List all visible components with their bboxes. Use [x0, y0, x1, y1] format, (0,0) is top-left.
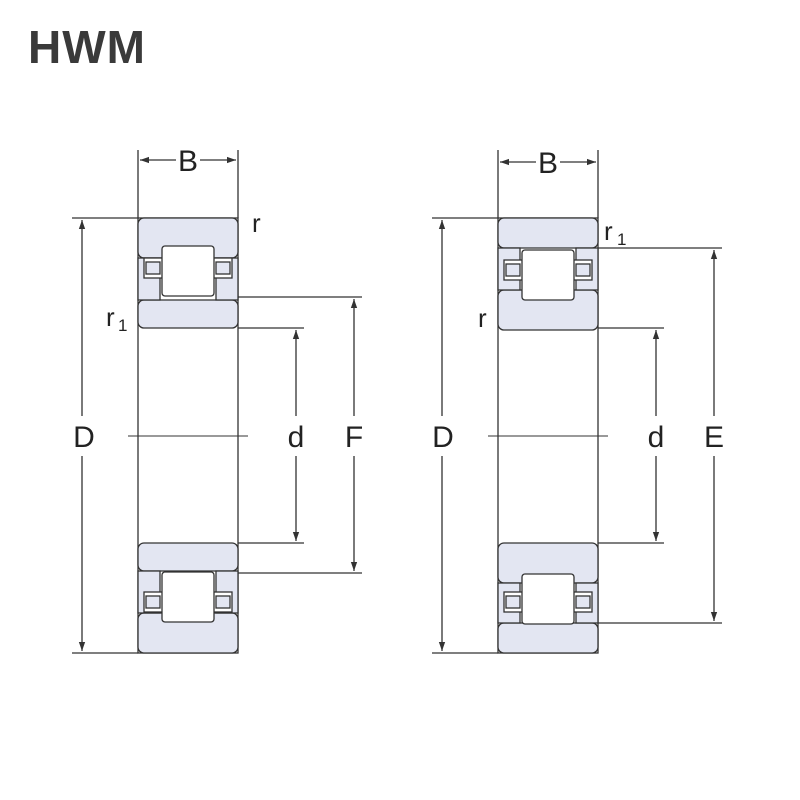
left-bottom-roller [161, 571, 215, 623]
right-width-label: B [538, 147, 558, 180]
right-raceway-label: E [704, 421, 724, 454]
right-bottom-outer-ring [497, 622, 599, 654]
left-outer-diameter-label: D [73, 421, 95, 454]
right-bottom-cage-slot-left [505, 595, 521, 609]
left-top-cage-slot-right [215, 261, 231, 275]
left-width-label: B [178, 145, 198, 178]
left-bottom-inner-ring [137, 542, 239, 572]
left-top-inner-ring [137, 299, 239, 329]
left-bottom-cage-slot-right [215, 595, 231, 609]
right-bottom-roller [521, 573, 575, 625]
right-top-cage-slot-right [575, 263, 591, 277]
left-bearing-drawing [72, 150, 362, 654]
left-chamfer-inner-label: r [106, 302, 115, 332]
left-bottom-cage-slot-left [145, 595, 161, 609]
left-chamfer-outer-label: r [252, 208, 261, 238]
right-chamfer-inner-label: r [478, 303, 487, 333]
left-chamfer-inner-subscript: 1 [118, 316, 127, 335]
left-top-cage-slot-left [145, 261, 161, 275]
right-top-roller [521, 249, 575, 301]
right-outer-diameter-label: D [432, 421, 454, 454]
left-top-roller [161, 245, 215, 297]
left-bore-label: d [288, 421, 305, 454]
right-bore-label: d [648, 421, 665, 454]
right-chamfer-outer-label: r [604, 216, 613, 246]
right-chamfer-outer-subscript: 1 [617, 230, 626, 249]
right-top-cage-slot-left [505, 263, 521, 277]
right-bearing-drawing [432, 150, 722, 654]
right-top-outer-ring [497, 217, 599, 249]
left-raceway-label: F [345, 421, 363, 454]
brand-title: HWM [28, 21, 146, 73]
right-bottom-cage-slot-right [575, 595, 591, 609]
